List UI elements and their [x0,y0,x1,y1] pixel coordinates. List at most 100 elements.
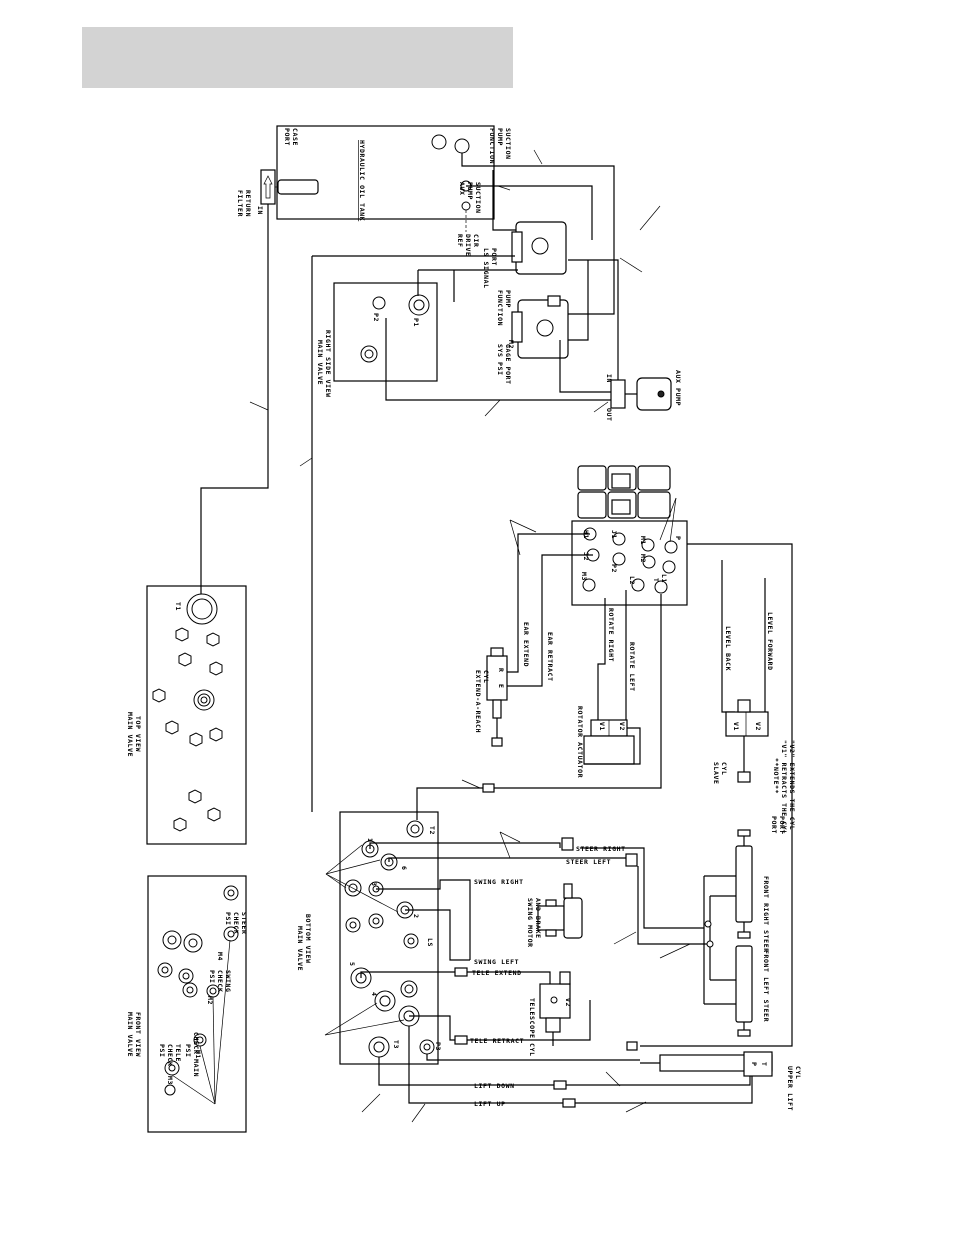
port-label-2: PORT [778,816,786,834]
aux-valve-manifold: H1 J2 M3 P2 J1 M2 M1 L1 L2 T P [571,465,688,606]
bottom-port-t2-label: T2 [428,826,436,835]
bottom-port-p3-label: P3 [434,1042,442,1051]
lift-t-label: T [760,1062,768,1067]
upper-lift-label-2: CYL [794,1066,802,1080]
m4-label: M4 [216,952,224,961]
front-right-steer-label: FRONT RIGHT STEER [762,876,770,953]
psi-check-swing-label-2: CHECK [216,970,224,993]
main-valve-front-title-2: FRONT VIEW [134,1012,142,1057]
function-pump-label: FUNCTION [496,290,504,326]
slave-v2-label: V2 [754,722,762,731]
aux-pump-suction-label-2: PUMP [466,182,474,200]
rotate-right-label: ROTATE RIGHT [607,608,615,662]
sys-psi-label-2: GAGE PORT [504,344,512,385]
rotate-left-label: ROTATE LEFT [628,642,636,692]
tele-extend-label: TELE EXTEND [472,969,522,977]
ref-drive-label-2: DRIVE [464,234,472,257]
bottom-port-ls-label: LS [426,938,434,947]
sys-psi-label: SYS PSI [496,344,504,376]
ear-e-label: E [497,684,505,689]
main-valve-bottom-title: MAIN VALVE [296,926,304,971]
port-t-label: T [652,578,660,583]
steer-valves [561,837,638,867]
port-l2-label: L2 [628,576,636,585]
header-bar [82,27,513,88]
psi-check-tele-label-3: TELE [174,1044,182,1062]
aux-pump-in-label: IN [605,374,613,383]
rotator-v1-label: V1 [598,722,606,731]
return-filter-label: RETURN [244,190,252,217]
extend-a-reach-label: EXTEND-A-REACH [474,670,482,733]
psi-check-tele-label: PSI [158,1044,166,1058]
swing-motor: SWING MOTOR AND BRAKE [526,883,583,948]
slave-v1-label: V1 [732,722,740,731]
port-m1-label: M1 [639,536,647,545]
steer-cylinders: FRONT RIGHT STEER FRONT LEFT STEER [703,829,770,1037]
ear-r-label: R [497,668,505,673]
note-label: **NOTE** [772,758,780,794]
ls-signal-port-label: LS SIGNAL [482,248,490,289]
m2-label: M2 [206,996,214,1005]
port-l1-label: L1 [660,574,668,583]
aux-pump-suction-label: AUX [458,182,466,196]
port-p2-label: P2 [610,564,618,573]
ref-drive-label-3: CIR [472,234,480,248]
return-filter-label-2: FILTER [236,190,244,217]
bottom-port-1-label: 1 [366,838,374,843]
tele-retract-label: TELE RETRACT [470,1037,524,1045]
level-forward-label: LEVEL FORWARD [766,612,774,671]
note-label-3: "V2" EXTENDS THE CYL [788,740,796,830]
function-pump-suction-label: FUNCTION [488,128,496,164]
rotator-actuator: V1 V2 ROTATOR ACTUATOR [576,706,641,778]
psi-check-swing-label: PSI [208,970,216,984]
front-left-steer-label: FRONT LEFT STEER [762,950,770,1022]
case-port-label-2: PORT [283,128,291,146]
aux-pump-suction-label-3: SUCTION [474,182,482,214]
main-valve-bottom-view: MAIN VALVE BOTTOM VIEW T2 1 6 3 2 LS 5 4… [296,811,442,1065]
rotator-v2-label: V2 [618,722,626,731]
slave-cylinder: V1 V2 SLAVE CYL **NOTE** "V1" RETRACTS T… [712,699,796,835]
aux-pump-out-label: OUT [605,408,613,422]
extend-a-reach-cylinder: R E EXTEND-A-REACH CYL [474,647,508,747]
leader-lines [249,149,691,1123]
rotator-actuator-label: ROTATOR ACTUATOR [576,706,584,778]
function-pumps: LS SIGNAL PORT FUNCTION PUMP SYS PSI GAG… [482,221,569,385]
ear-retract-label: EAR RETRACT [546,632,554,682]
tele-v2-label: V2 [564,998,572,1007]
hydraulic-oil-tank: HYDRAULIC OIL TANK CASE PORT FUNCTION PU… [276,125,512,257]
aux-pump-label: AUX PUMP [674,370,682,406]
telescope-cylinder: V2 TELESCOPE CYL [528,971,572,1057]
p2-label: P2 [372,313,380,322]
port-m2-label: M2 [639,554,647,563]
hydraulic-lines [200,153,793,1108]
port-j2-label: J2 [582,552,590,561]
psi-check-steer-label-3: STEER [240,912,248,935]
note-label-2: "V1" RETRACTS THE CYL [780,740,788,835]
main-valve-top-view: MAIN VALVE TOP VIEW T1 [126,585,247,845]
steer-left-label: STEER LEFT [566,858,611,866]
bottom-port-5-label: 5 [348,962,356,967]
function-pump-suction-label-3: SUCTION [504,128,512,160]
main-valve-front-view: MAIN VALVE FRONT VIEW PSI CHECK TELE PSI… [126,875,248,1133]
psi-check-main-label-2: CHECK MAIN [192,1032,200,1077]
swing-right-label: SWING RIGHT [474,878,524,886]
psi-check-steer-label: PSI [224,912,232,926]
upper-lift-cylinder: P T UPPER LIFT CYL [640,1051,802,1111]
main-valve-top-title: MAIN VALVE [126,712,134,757]
lift-p-label: P [750,1062,758,1067]
port-p-label: P [674,536,682,541]
return-filter-in-label: IN [256,206,264,215]
main-valve-front-title: MAIN VALVE [126,1012,134,1057]
line-labels: EAR EXTEND EAR RETRACT ROTATE RIGHT ROTA… [470,608,774,1108]
slave-cyl-label: SLAVE [712,762,720,785]
port-label: PORT [770,816,778,834]
main-valve-right-side-view: MAIN VALVE RIGHT SIDE VIEW P2 P1 [316,282,438,398]
slave-cyl-label-2: CYL [720,762,728,776]
swing-motor-label: SWING MOTOR [526,898,534,948]
telescope-cyl-label: TELESCOPE CYL [528,998,536,1057]
main-valve-bottom-title-2: BOTTOM VIEW [304,914,312,964]
ref-drive-label: REF [456,234,464,248]
bottom-port-t3-label: T3 [392,1040,400,1049]
function-pump-suction-label-2: PUMP [496,128,504,146]
